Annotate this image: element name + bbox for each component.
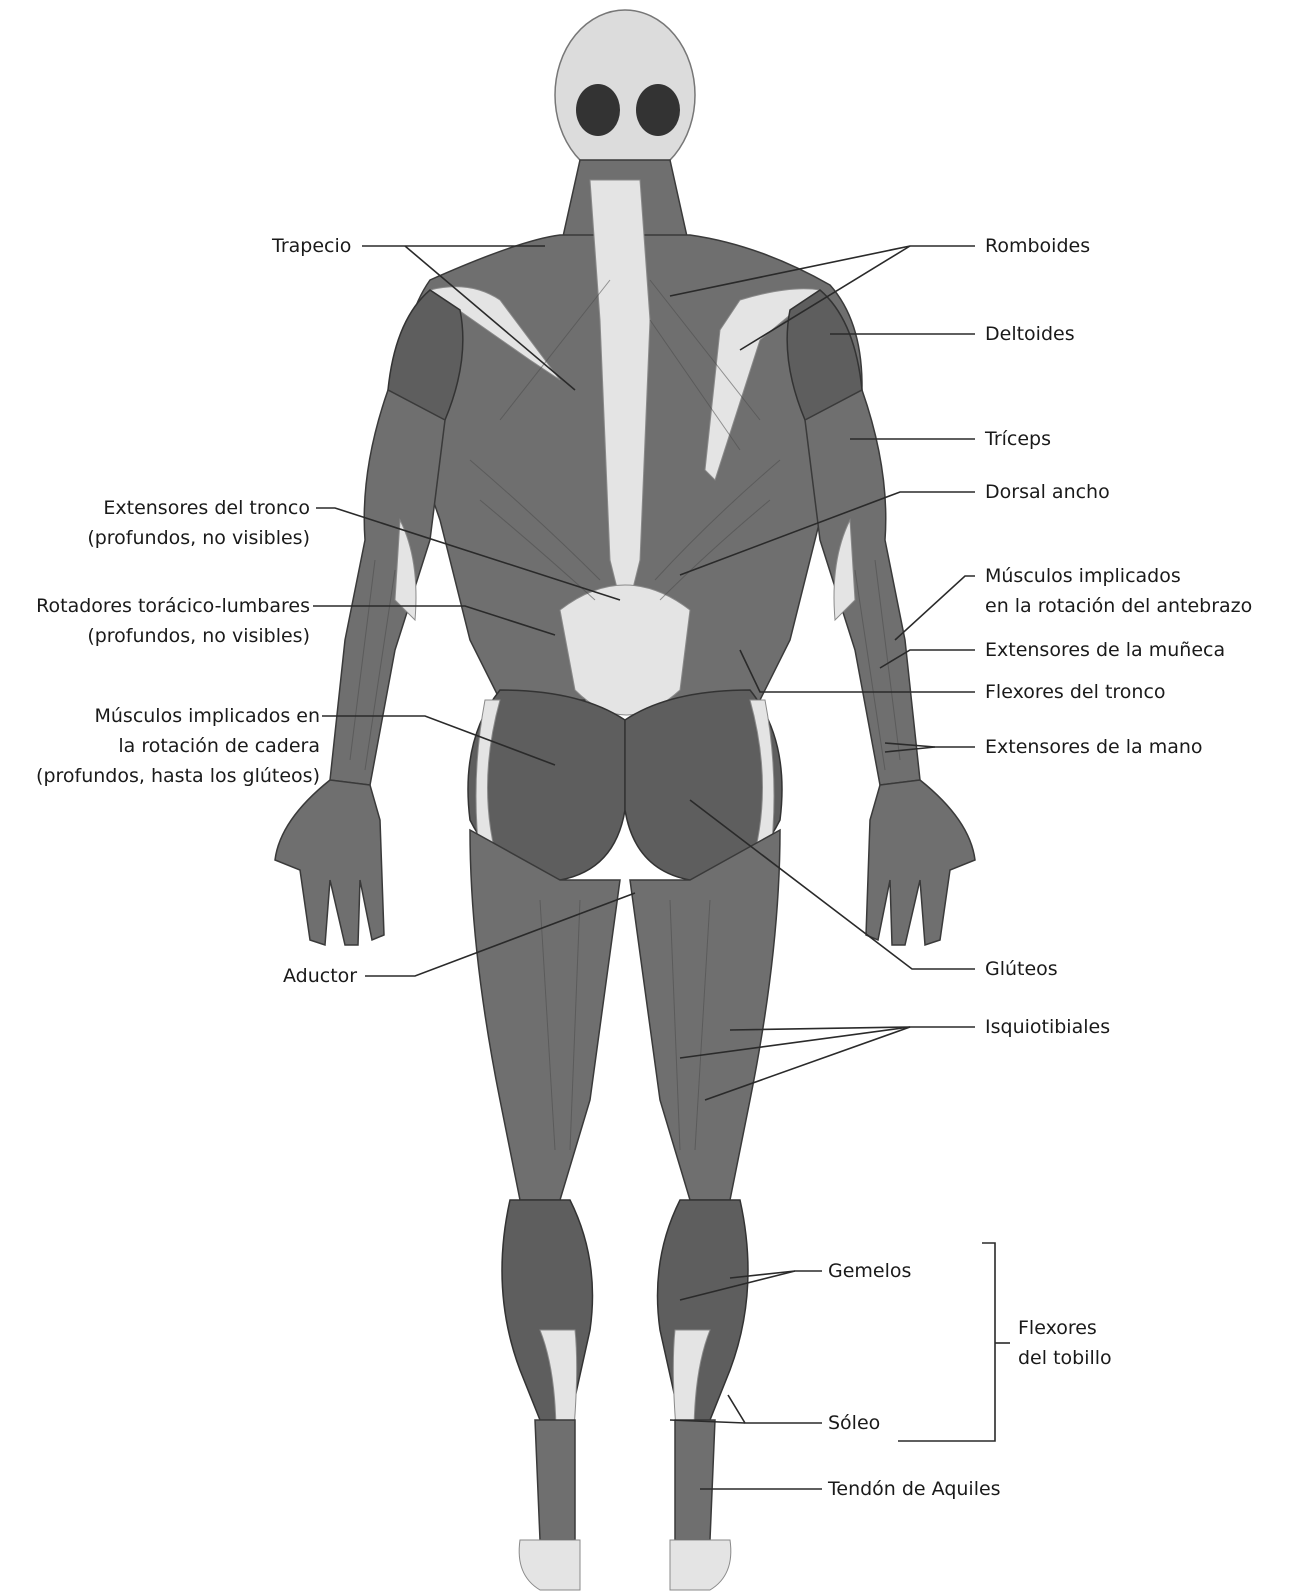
label-musculos-cadera: Músculos implicados en la rotación de ca…: [36, 701, 320, 791]
label-triceps: Tríceps: [985, 424, 1051, 454]
legs: [470, 830, 780, 1590]
label-romboides: Romboides: [985, 231, 1090, 261]
label-extensores-muneca: Extensores de la muñeca: [985, 635, 1225, 665]
gluteus: [468, 690, 782, 880]
torso: [388, 180, 862, 715]
label-dorsal-ancho: Dorsal ancho: [985, 477, 1110, 507]
left-arm: [275, 390, 445, 945]
head: [555, 10, 695, 180]
label-tendon-aquiles: Tendón de Aquiles: [828, 1474, 1001, 1504]
label-extensores-tronco: Extensores del tronco (profundos, no vis…: [87, 493, 310, 553]
label-gluteos: Glúteos: [985, 954, 1058, 984]
label-isquiotibiales: Isquiotibiales: [985, 1012, 1110, 1042]
label-aductor: Aductor: [283, 961, 357, 991]
label-rotadores: Rotadores torácico-lumbares (profundos, …: [36, 591, 310, 651]
label-flexores-tronco: Flexores del tronco: [985, 677, 1166, 707]
label-musculos-antebrazo: Músculos implicados en la rotación del a…: [985, 561, 1252, 621]
label-flexores-tobillo: Flexores del tobillo: [1018, 1313, 1112, 1373]
label-gemelos: Gemelos: [828, 1256, 911, 1286]
label-soleo: Sóleo: [828, 1408, 880, 1438]
label-trapecio: Trapecio: [272, 231, 351, 261]
right-arm: [805, 390, 975, 945]
label-deltoides: Deltoides: [985, 319, 1075, 349]
label-extensores-mano: Extensores de la mano: [985, 732, 1203, 762]
